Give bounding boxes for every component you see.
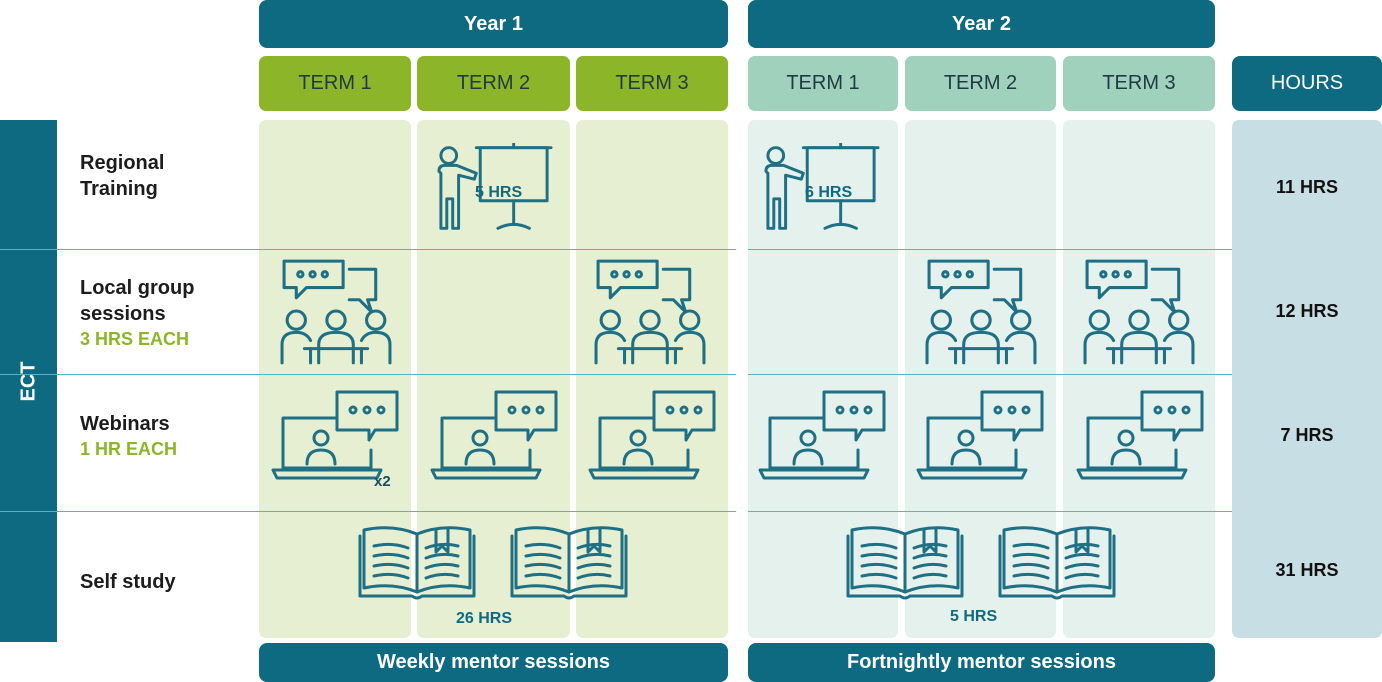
- year-2-header: Year 2: [748, 0, 1215, 48]
- y1-term-2-column: [417, 120, 570, 638]
- row-label-webinars: Webinars: [80, 413, 170, 435]
- selfstudy-y1-hours: 26 HRS: [456, 610, 513, 627]
- row-divider: [0, 374, 736, 375]
- hours-column: [1232, 120, 1382, 638]
- row-label-self-study: Self study: [80, 571, 176, 593]
- open-book-icon: [998, 522, 1116, 600]
- y2-term-2: TERM 2: [905, 56, 1056, 111]
- training-y2-hours: 6 HRS: [805, 184, 853, 201]
- hours-header: HOURS: [1232, 56, 1382, 111]
- selfstudy-y2-hours: 5 HRS: [950, 608, 998, 625]
- laptop-chat-icon: [1076, 390, 1206, 482]
- y1-term-2: TERM 2: [417, 56, 570, 111]
- y2-term-2-column: [905, 120, 1056, 638]
- hours-local-group: 12 HRS: [1275, 301, 1339, 321]
- y1-term-1: TERM 1: [259, 56, 411, 111]
- row-sub-local-group: 3 HRS EACH: [80, 329, 190, 349]
- open-book-icon: [510, 522, 628, 600]
- training-y1-hours: 5 HRS: [475, 184, 523, 201]
- open-book-icon: [358, 522, 476, 600]
- laptop-chat-icon: [271, 390, 401, 482]
- y2-term-1: TERM 1: [748, 56, 898, 111]
- hours-webinars: 7 HRS: [1280, 425, 1334, 445]
- row-divider: [748, 374, 1232, 375]
- row-divider: [748, 249, 1232, 250]
- y1-term-1-column: [259, 120, 411, 638]
- laptop-chat-icon: [758, 390, 888, 482]
- group-chat-icon: [280, 259, 392, 365]
- laptop-chat-icon: [916, 390, 1046, 482]
- row-divider: [0, 249, 736, 250]
- group-chat-icon: [1083, 259, 1195, 365]
- y1-term-3: TERM 3: [576, 56, 728, 111]
- row-sub-webinars: 1 HR EACH: [80, 439, 178, 459]
- webinar-multiplier: x2: [374, 473, 391, 490]
- fortnightly-mentor-sessions-bar: Fortnightly mentor sessions: [748, 643, 1215, 682]
- row-divider: [748, 511, 1232, 512]
- hours-self-study: 31 HRS: [1275, 560, 1339, 580]
- year-1-header: Year 1: [259, 0, 728, 48]
- hours-regional-training: 11 HRS: [1275, 177, 1339, 197]
- laptop-chat-icon: [588, 390, 718, 482]
- laptop-chat-icon: [430, 390, 560, 482]
- group-chat-icon: [925, 259, 1037, 365]
- group-chat-icon: [594, 259, 706, 365]
- ect-side-label: ECT: [0, 120, 57, 642]
- open-book-icon: [846, 522, 964, 600]
- row-divider: [0, 511, 736, 512]
- y2-term-3: TERM 3: [1063, 56, 1215, 111]
- weekly-mentor-sessions-bar: Weekly mentor sessions: [259, 643, 728, 682]
